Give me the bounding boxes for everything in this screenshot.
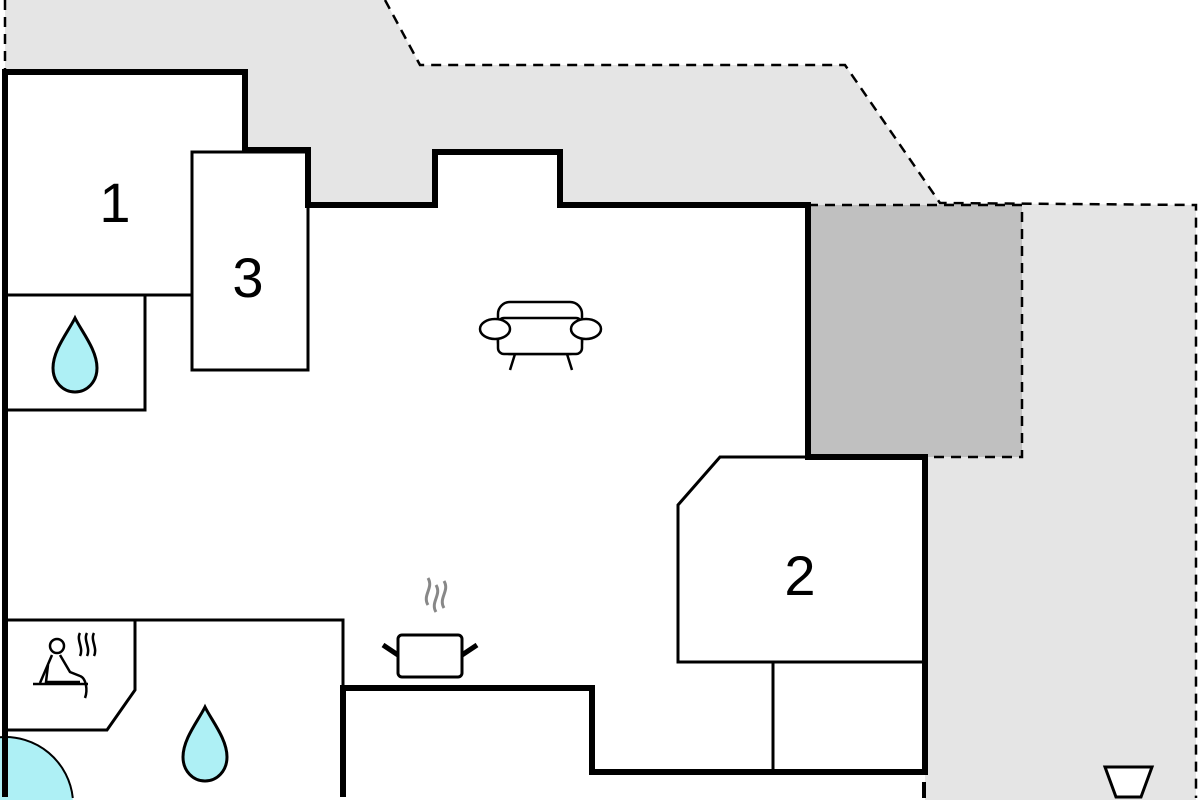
hot-tub-outline bbox=[0, 736, 74, 799]
room-label-2: 2 bbox=[784, 544, 815, 607]
interior-walls bbox=[5, 150, 927, 772]
terrace-boundary bbox=[3, 0, 1198, 798]
exterior-walls bbox=[2, 69, 928, 797]
sauna-icon bbox=[33, 632, 97, 699]
water-drop-icon bbox=[51, 314, 99, 394]
cooking-pot-icon bbox=[381, 577, 479, 679]
water-drop-icon bbox=[181, 703, 229, 783]
room-label-1: 1 bbox=[99, 171, 130, 234]
covered-terrace bbox=[810, 205, 1022, 457]
terrace-top bbox=[5, 0, 1196, 800]
lamp-icon bbox=[1102, 765, 1155, 799]
hot-tub-icon bbox=[0, 737, 73, 800]
sofa-icon bbox=[478, 300, 603, 371]
room-label-3: 3 bbox=[232, 246, 263, 309]
